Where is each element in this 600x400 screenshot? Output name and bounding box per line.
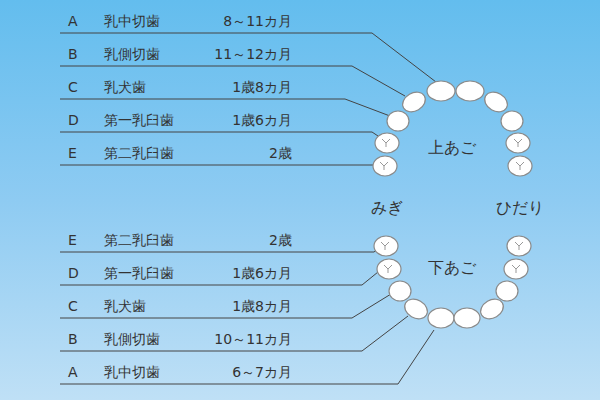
tooth-name: 乳側切歯 bbox=[104, 330, 160, 348]
tooth bbox=[506, 133, 530, 153]
leader-line bbox=[60, 165, 374, 166]
leader-line bbox=[60, 249, 378, 252]
tooth-name: 第二乳臼歯 bbox=[104, 231, 174, 249]
eruption-age: 1歳8カ月 bbox=[232, 78, 292, 96]
tooth bbox=[401, 295, 431, 323]
tooth-name: 乳側切歯 bbox=[104, 45, 160, 63]
tooth bbox=[508, 156, 532, 176]
tooth-name: 乳犬歯 bbox=[104, 78, 146, 96]
molar-mark bbox=[515, 242, 523, 250]
tooth bbox=[428, 308, 454, 328]
side-label: みぎ bbox=[371, 198, 403, 218]
row-letter: E bbox=[68, 144, 77, 162]
molar-mark bbox=[382, 139, 390, 147]
tooth bbox=[374, 236, 398, 256]
row-letter: B bbox=[68, 330, 78, 348]
side-label: ひだり bbox=[496, 198, 544, 218]
leader-line bbox=[60, 66, 405, 96]
row-letter: E bbox=[68, 231, 77, 249]
molar-mark bbox=[512, 265, 520, 273]
tooth bbox=[399, 88, 429, 116]
tooth-name: 第二乳臼歯 bbox=[104, 144, 174, 162]
tooth bbox=[387, 111, 409, 131]
eruption-age: 2歳 bbox=[269, 144, 292, 162]
row-letter: A bbox=[68, 12, 78, 30]
tooth bbox=[456, 81, 484, 101]
row-letter: D bbox=[68, 111, 79, 129]
row-letter: B bbox=[68, 45, 78, 63]
eruption-age: 1歳6カ月 bbox=[232, 111, 292, 129]
molar-mark bbox=[516, 162, 524, 170]
tooth bbox=[507, 236, 531, 256]
leader-line bbox=[60, 330, 434, 384]
molar-mark bbox=[384, 265, 392, 273]
row-letter: D bbox=[68, 264, 79, 282]
row-letter: A bbox=[68, 363, 78, 381]
eruption-age: 10～11カ月 bbox=[214, 330, 292, 348]
tooth bbox=[504, 259, 528, 279]
jaw-label: 上あご bbox=[428, 138, 476, 158]
leader-line bbox=[60, 316, 408, 351]
eruption-age: 1歳8カ月 bbox=[232, 297, 292, 315]
tooth bbox=[389, 281, 411, 301]
tooth bbox=[501, 111, 523, 131]
tooth-name: 乳中切歯 bbox=[104, 12, 160, 30]
eruption-age: 6～7カ月 bbox=[232, 363, 292, 381]
molar-mark bbox=[381, 242, 389, 250]
tooth-name: 第一乳臼歯 bbox=[104, 264, 174, 282]
leader-line bbox=[60, 294, 391, 318]
tooth bbox=[377, 259, 401, 279]
tooth bbox=[427, 81, 455, 101]
tooth bbox=[481, 88, 511, 116]
eruption-age: 8～11カ月 bbox=[223, 12, 292, 30]
leader-line bbox=[60, 33, 436, 82]
tooth-name: 第一乳臼歯 bbox=[104, 111, 174, 129]
molar-mark bbox=[514, 139, 522, 147]
jaw-label: 下あご bbox=[428, 258, 476, 278]
leader-line bbox=[60, 132, 378, 136]
eruption-age: 2歳 bbox=[269, 231, 292, 249]
tooth bbox=[477, 295, 507, 323]
tooth bbox=[375, 133, 399, 153]
tooth-name: 乳犬歯 bbox=[104, 297, 146, 315]
molar-mark bbox=[380, 162, 388, 170]
tooth bbox=[373, 156, 397, 176]
tooth-name: 乳中切歯 bbox=[104, 363, 160, 381]
row-letter: C bbox=[68, 78, 78, 96]
tooth bbox=[496, 281, 518, 301]
eruption-age: 1歳6カ月 bbox=[232, 264, 292, 282]
tooth bbox=[454, 308, 480, 328]
eruption-age: 11～12カ月 bbox=[214, 45, 292, 63]
row-letter: C bbox=[68, 297, 78, 315]
